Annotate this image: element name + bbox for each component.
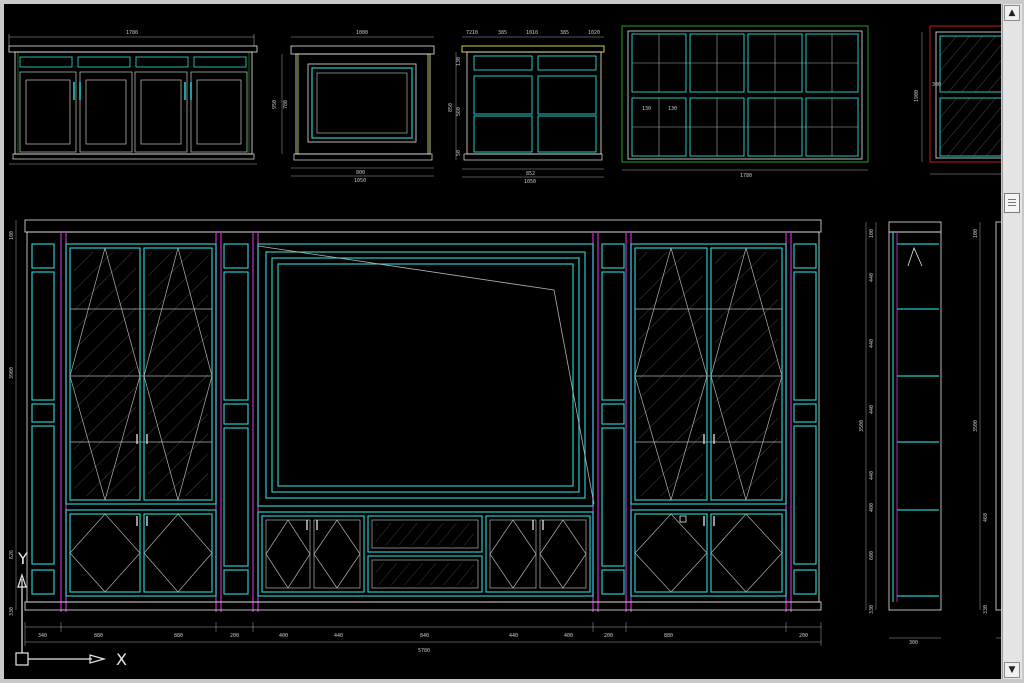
scroll-down-button[interactable]: ▼ (1004, 662, 1020, 678)
scroll-thumb[interactable] (1004, 193, 1020, 213)
ucs-y-label: Y (17, 549, 28, 568)
elevation-grid-wardrobe: 1780 130 130 (621, 25, 869, 179)
elevation-tv-wall: 340 880 880 200 400 440 840 440 400 200 … (9, 219, 822, 654)
dim-panel-height: 950 (272, 100, 278, 109)
elevation-partial-frame: 1900 300 (914, 25, 1001, 175)
drawing-canvas[interactable]: 1780 (4, 4, 1001, 679)
dim-side-a-7: 330 (869, 605, 875, 614)
dim-main-left-2: 626 (9, 550, 15, 559)
dim-main-bottom-4: 400 (279, 633, 288, 639)
dim-glass-total: 1050 (524, 179, 536, 185)
scroll-up-button[interactable]: ▲ (1004, 5, 1020, 21)
dim-wardrobe-width: 1780 (740, 173, 752, 179)
elevation-panel-cabinet: 1000 800 1050 950 780 (272, 30, 435, 184)
dim-glass-top-0: 7210 (466, 30, 478, 36)
section-side: 100 440 440 440 440 400 600 330 3500 300 (859, 221, 942, 646)
dim-glass-bottom: 852 (526, 171, 535, 177)
dim-sideboard-width: 1780 (126, 30, 138, 36)
dim-glass-side-1: 560 (456, 107, 462, 116)
dim-main-left-0: 100 (9, 231, 15, 240)
dim-main-bottom-0: 340 (38, 633, 47, 639)
dim-glass-top-2: 1010 (526, 30, 538, 36)
dim-main-bottom-5: 440 (334, 633, 343, 639)
dim-main-left-3: 330 (9, 607, 15, 616)
dim-main-bottom-2: 880 (174, 633, 183, 639)
grip-icon (1008, 199, 1016, 200)
vertical-scrollbar[interactable]: ▲ ▼ (1002, 4, 1022, 679)
dim-frame-sub: 300 (932, 82, 941, 88)
cad-drawing: 1780 (8, 25, 1001, 669)
dim-main-total: 5780 (418, 648, 430, 654)
section-partial: 100 3500 460 330 (973, 221, 1001, 639)
elevation-sideboard: 1780 (8, 30, 258, 165)
ucs-icon: X Y (15, 549, 127, 669)
dim-side-a-5: 400 (869, 503, 875, 512)
elevation-glass-cabinet: 7210 385 1010 385 1020 852 1050 850 (448, 30, 605, 185)
dim-glass-top-3: 385 (560, 30, 569, 36)
dim-main-bottom-11: 200 (799, 633, 808, 639)
dim-partial-0: 100 (973, 229, 979, 238)
dim-main-bottom-6: 840 (420, 633, 429, 639)
dim-glass-top-1: 385 (498, 30, 507, 36)
dim-wardrobe-sub-0: 130 (642, 106, 651, 112)
dim-partial-1: 3500 (973, 420, 979, 432)
dim-main-bottom-10: 880 (664, 633, 673, 639)
dim-side-a-0: 100 (869, 229, 875, 238)
dim-side-a-2: 440 (869, 339, 875, 348)
dim-glass-side-0: 130 (456, 57, 462, 66)
dim-panel-width: 1000 (356, 30, 368, 36)
dim-main-left-1: 3900 (9, 367, 15, 379)
dim-side-a-6: 600 (869, 551, 875, 560)
ucs-x-label: X (116, 650, 127, 669)
dim-main-bottom-8: 400 (564, 633, 573, 639)
dim-glass-side-2: 50 (456, 150, 462, 156)
dim-partial-3: 330 (983, 605, 989, 614)
dim-main-bottom-3: 200 (230, 633, 239, 639)
dim-glass-height: 850 (448, 103, 454, 112)
dim-side-a-4: 440 (869, 471, 875, 480)
dim-glass-top-4: 1020 (588, 30, 600, 36)
dim-wardrobe-sub-1: 130 (668, 106, 677, 112)
dim-partial-2: 460 (983, 513, 989, 522)
dim-side-total: 3500 (859, 420, 865, 432)
dim-side-bottom: 300 (909, 640, 918, 646)
dim-side-a-3: 440 (869, 405, 875, 414)
dim-panel-inner: 800 (356, 170, 365, 176)
dim-frame-side: 1900 (914, 90, 920, 102)
scroll-down-icon: ▼ (1008, 664, 1016, 675)
dim-main-bottom-1: 880 (94, 633, 103, 639)
dim-side-a-1: 440 (869, 273, 875, 282)
dim-main-bottom-7: 440 (509, 633, 518, 639)
dim-panel-total: 1050 (354, 178, 366, 184)
dim-panel-height2: 780 (283, 100, 289, 109)
scroll-up-icon: ▲ (1008, 7, 1016, 18)
dim-main-bottom-9: 200 (604, 633, 613, 639)
